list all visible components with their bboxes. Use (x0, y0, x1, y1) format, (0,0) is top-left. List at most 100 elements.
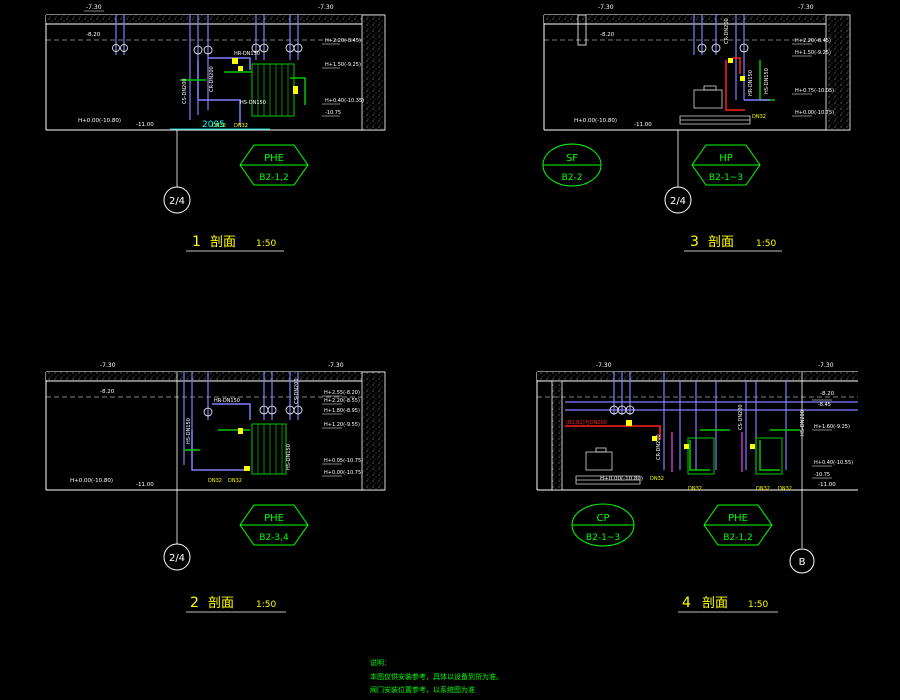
section-4-side-level: -8.20 (820, 391, 835, 397)
section-3-side-level: -8.20 (600, 32, 615, 38)
section-3-right-level-1: H+1.50(-9.25) (795, 50, 831, 56)
section-1-branch-pipes (180, 57, 306, 125)
section-3-pipe-label-1: HS-DN150 (764, 68, 770, 94)
section-1-top-level-left: -7.30 (86, 4, 102, 11)
section-3-branch-pipes (725, 57, 775, 111)
section-3-title-scale: 1:50 (756, 239, 776, 249)
section-1-right-level-3: -10.75 (325, 110, 341, 116)
section-1-pipe-label-0: CR-DN200 (209, 66, 215, 92)
section-1-slab-hatch (46, 15, 385, 23)
section-1-top-level-right: -7.30 (318, 4, 334, 11)
section-2-exchanger-plates (257, 424, 283, 474)
plate-heat-exchanger-4b (755, 437, 783, 475)
section-2-right-level-2: H+1.80(-8.95) (324, 408, 360, 414)
heat-pump-equipment (679, 85, 751, 125)
section-4-pipe-label-0: CR-DN200 (656, 434, 662, 460)
section-2: -7.30 -7.30 -8.20 H+0.00(-10.80) -11.00 (45, 362, 386, 613)
section-2-risers (183, 372, 299, 465)
section-2-fittings (238, 428, 250, 471)
section-1-title-number: 1 (192, 234, 201, 250)
section-2-right-level-marks (322, 395, 342, 477)
section-4-small-label-0: DN32 (650, 476, 664, 482)
section-2-grid-bubble (163, 543, 191, 571)
section-2-small-label-0: DN32 (208, 478, 222, 484)
section-2-title-word: 剖面 (208, 596, 234, 611)
section-2-pipe-label-0: HR-DN150 (214, 398, 240, 404)
section-3-right-level-3: H+0.00(-10.75) (795, 110, 834, 116)
section-3-grid-bubble-label: 2/4 (670, 196, 686, 207)
section-2-title-scale: 1:50 (256, 600, 276, 610)
section-4-right-level-2: H+0.40(-10.55) (814, 460, 853, 466)
section-3: -7.30 -7.30 -8.20 H+0.00(-10.80) -11.00 (542, 4, 851, 252)
section-4-tag-cp-bottom: B2-1~3 (586, 533, 620, 543)
section-2-right-level-4: H+0.05(-10.75) (324, 458, 363, 464)
section-2-grid-bubble-label: 2/4 (169, 553, 185, 564)
section-1-grid-bubble (163, 186, 191, 214)
section-4-tag-phe-top: PHE (728, 513, 748, 524)
section-4-floor-elev: -11.00 (818, 482, 836, 488)
section-1-tag-phe-top: PHE (264, 153, 284, 164)
section-2-right-level-0: H+2.55(-8.20) (324, 390, 360, 396)
notes-heading: 说明： (370, 658, 391, 667)
section-1-side-level: -8.20 (86, 32, 101, 38)
section-4-right-level-1: H+1.60(-9.25) (814, 424, 850, 430)
section-4-right-level-0: -8.45 (818, 402, 831, 408)
section-4-green-branches (689, 429, 800, 471)
section-4-red-note: (B1,B2)与DN200 (566, 419, 607, 426)
section-2-side-level: -8.20 (100, 389, 115, 395)
section-3-right-level-0: H+2.20(-8.45) (795, 38, 831, 44)
section-3-grid-bubble (664, 186, 692, 214)
section-1-small-label-0: DN32 (212, 123, 226, 129)
notes-line-1: 本图仅供安装参考，具体以设备到货为准。 (370, 672, 503, 681)
section-4-left-column-hatch (551, 380, 563, 491)
section-4-main-headers (565, 401, 858, 411)
section-3-right-level-2: H+0.75(-10.05) (795, 88, 834, 94)
section-2-tag-phe-bottom: B2-3,4 (259, 533, 289, 543)
section-2-title-number: 2 (190, 595, 199, 611)
section-2-branch-pipes (184, 403, 251, 471)
section-4-pipe-label-1: CS-DN200 (738, 404, 744, 430)
section-1-right-level-1: H+1.50(-9.25) (325, 62, 361, 68)
section-4-right-level-3: -10.75 (814, 472, 830, 478)
section-3-column (577, 14, 587, 46)
section-1-right-level-0: H+2.20(-8.45) (325, 38, 361, 44)
section-1-tag-phe-bottom: B2-1,2 (259, 173, 288, 183)
section-3-title-number: 3 (690, 234, 699, 250)
section-1-title-scale: 1:50 (256, 239, 276, 249)
section-2-top-level-left: -7.30 (100, 362, 116, 369)
section-2-right-level-5: H+0.00(-10.75) (324, 470, 363, 476)
section-4-right-level-marks (812, 399, 832, 479)
section-4-floor-level: H+0.00(-10.80) (600, 476, 643, 482)
section-4-pipe-label-2: HS-DN200 (800, 410, 806, 436)
plate-heat-exchanger-2 (251, 423, 287, 475)
section-4-small-label-2: DN32 (756, 486, 770, 492)
section-1-fittings (232, 58, 298, 94)
section-4-top-level-right: -7.30 (818, 362, 834, 369)
section-2-slab-hatch (46, 372, 385, 380)
section-4-fittings (626, 420, 755, 449)
section-3-title-word: 剖面 (708, 235, 734, 250)
section-1-pipe-label-3: HR-DN150 (234, 51, 260, 57)
section-1-grid-bubble-label: 2/4 (169, 196, 185, 207)
section-4-grid-bubble-label: B (799, 557, 806, 568)
section-1-pipe-label-1: CS-DN200 (182, 78, 188, 104)
section-3-tag-sf-top: SF (566, 153, 578, 164)
section-3-slab-hatch (544, 15, 850, 23)
section-4-tag-phe-bottom: B2-1,2 (723, 533, 752, 543)
section-4-grid-bubble (789, 548, 815, 574)
section-1-risers (115, 15, 299, 120)
section-1-wall-hatch (361, 14, 386, 131)
section-4-title-number: 4 (682, 595, 691, 611)
section-1-floor-elev: -11.00 (136, 122, 154, 128)
section-1-floor-level: H+0.00(-10.80) (78, 118, 121, 124)
section-1-pipe-label-2: HS-DN150 (240, 100, 266, 106)
section-1-valve-circles (112, 43, 303, 55)
section-1-exchanger-plates (257, 64, 289, 116)
section-2-floor-elev: -11.00 (136, 482, 154, 488)
section-3-tag-hp-top: HP (719, 153, 733, 164)
section-3-right-level-marks (792, 43, 812, 117)
section-3-floor-elev: -11.00 (634, 122, 652, 128)
section-3-floor-level: H+0.00(-10.80) (574, 118, 617, 124)
section-3-fittings (728, 58, 745, 81)
